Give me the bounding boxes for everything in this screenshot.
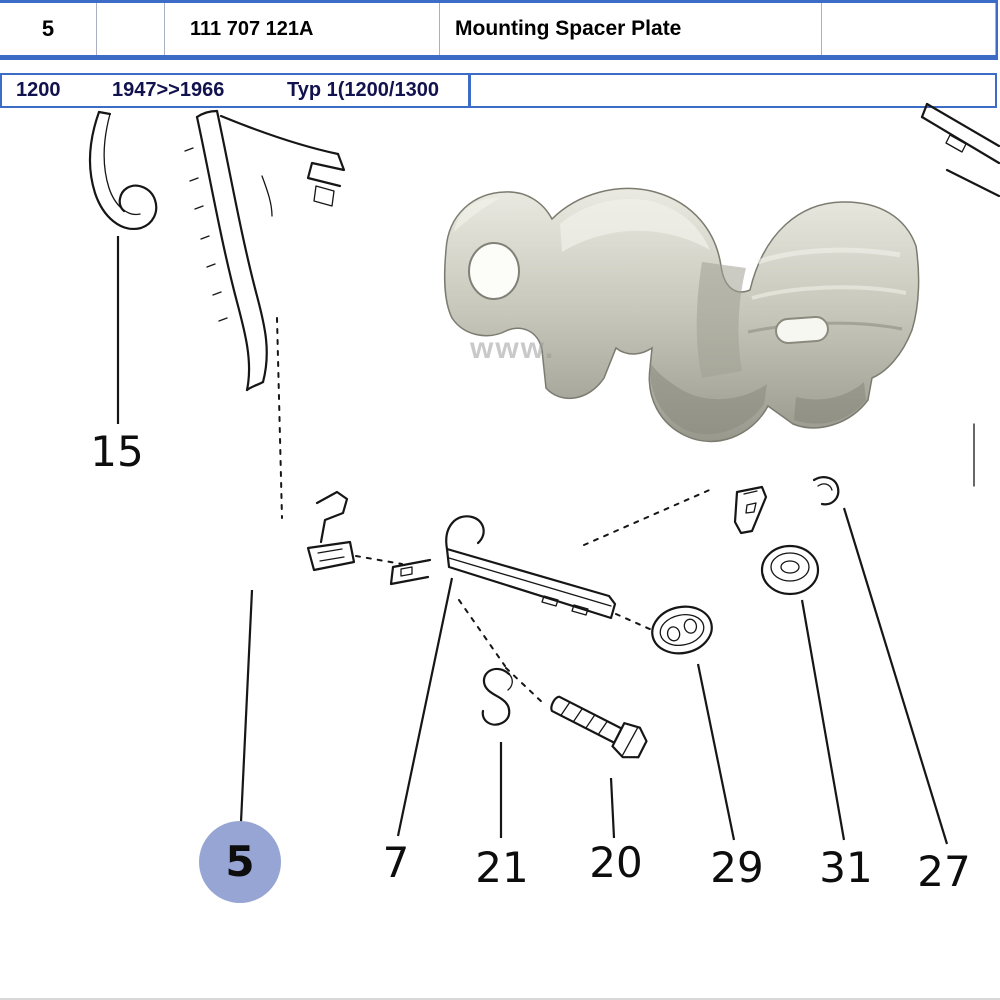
empty-cell <box>97 3 165 55</box>
item-number: 5 <box>41 16 55 41</box>
watermark-text: www. <box>469 332 555 365</box>
callout-7[interactable]: 7 <box>382 838 410 887</box>
part-7-drawing <box>389 515 617 837</box>
callout-15[interactable]: 15 <box>90 427 144 476</box>
model-code: 1200 <box>16 79 61 101</box>
callout-31[interactable]: 31 <box>819 843 873 892</box>
part-number: 111 707 121A <box>190 17 314 40</box>
callout-29[interactable]: 29 <box>710 843 764 892</box>
corner-bracket-drawing <box>920 102 1000 487</box>
callout-5-selected[interactable]: 5 <box>199 821 281 903</box>
type-label: Typ 1(1200/1300 <box>287 79 439 101</box>
part-15-drawing <box>88 110 158 424</box>
callout-27[interactable]: 27 <box>917 847 971 896</box>
callout-21[interactable]: 21 <box>475 843 529 892</box>
leader-line-29 <box>696 663 736 841</box>
cell-divider <box>468 75 471 106</box>
part-description-cell: Mounting Spacer Plate <box>440 3 822 55</box>
assembly-dashed-guides <box>276 317 715 705</box>
year-range: 1947>>1966 <box>112 79 225 101</box>
part-description: Mounting Spacer Plate <box>455 17 682 40</box>
part-31-drawing <box>760 544 846 841</box>
item-number-cell: 5 <box>0 3 97 55</box>
part-photo-bracket: www. <box>443 187 920 443</box>
part-20-drawing <box>550 695 648 839</box>
part-27-drawing <box>733 476 949 845</box>
model-filter-row[interactable]: 1200 1947>>1966 Typ 1(1200/1300 <box>0 73 997 108</box>
leader-line-31 <box>800 599 846 841</box>
part-29-drawing <box>651 605 736 841</box>
part-5-drawing <box>239 490 356 823</box>
empty-cell <box>822 3 996 55</box>
bracket-slot <box>775 316 829 344</box>
leader-line-5 <box>239 589 254 823</box>
leader-line-27 <box>842 507 949 845</box>
bumper-support-drawing <box>184 109 346 392</box>
selected-part-row[interactable]: 5 111 707 121A Mounting Spacer Plate <box>0 0 998 60</box>
leader-line-7 <box>396 577 454 837</box>
leader-line-20 <box>609 777 616 839</box>
bracket-hole <box>468 242 520 300</box>
callout-20[interactable]: 20 <box>589 838 643 887</box>
part-number-cell: 111 707 121A <box>165 3 440 55</box>
part-21-drawing <box>481 667 513 838</box>
